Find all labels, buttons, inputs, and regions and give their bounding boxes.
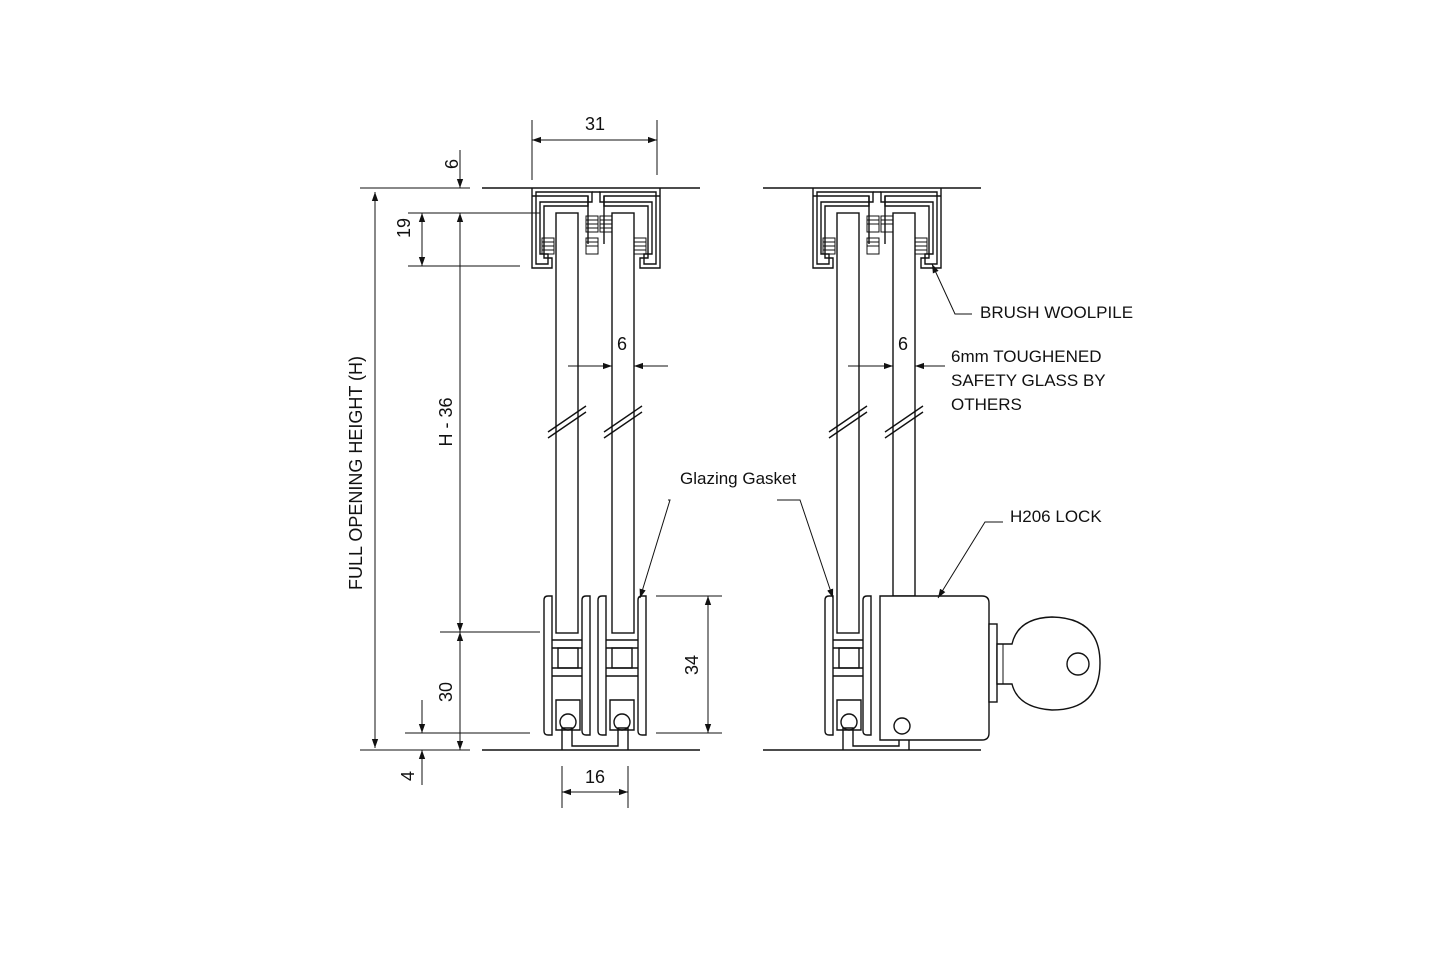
glazing-gasket-callout-right [777,499,834,599]
head-track-left [531,188,661,269]
dim-h-36: H - 36 [436,397,456,446]
h206-lock [879,595,1101,741]
h206-lock-label: H206 LOCK [1010,507,1102,526]
left-assembly: 31 6 19 H - 36 FULL OPENING HEIGHT (H) [346,114,796,808]
dim-34: 34 [682,655,702,675]
dim-top-width: 31 [531,114,658,180]
dim-bottom-width: 16 [561,766,629,808]
dim-4: 4 [398,771,418,781]
dim-16: 16 [585,767,605,787]
glazing-gasket-callout: Glazing Gasket [639,469,796,599]
dim-shoe-height: 34 [656,595,722,734]
glass-panels-right [828,212,924,634]
dim-30: 30 [436,682,456,702]
dim-6-glass-right: 6 [898,334,908,354]
dim-full-height: FULL OPENING HEIGHT (H) [346,192,470,751]
glass-note-line1: 6mm TOUGHENED [951,347,1102,366]
brush-woolpile-label: BRUSH WOOLPILE [980,303,1133,322]
dim-top-gap: 6 [360,150,470,189]
dim-head-depth: 19 [394,212,540,267]
glass-panels-left [547,212,643,634]
dim-6-top: 6 [442,159,462,169]
dim-19: 19 [394,218,414,238]
glazing-gasket-label: Glazing Gasket [680,469,796,488]
glass-note-line2: SAFETY GLASS BY [951,371,1106,390]
dim-glass-thickness-left: 6 [568,334,668,370]
key-icon [996,616,1101,711]
dim-31: 31 [585,114,605,134]
dim-bottom-depth: 30 [405,632,530,750]
bottom-shoes-left [543,595,647,750]
right-assembly: 6 BRUSH WOOLPILE 6mm TOUGHENED SAFETY GL… [763,187,1133,751]
dim-glass-thickness-right: 6 [848,334,945,370]
h206-lock-callout: H206 LOCK [937,507,1102,599]
full-opening-height-label: FULL OPENING HEIGHT (H) [346,356,366,590]
brush-woolpile-callout: BRUSH WOOLPILE [931,263,1133,322]
toughened-glass-note: 6mm TOUGHENED SAFETY GLASS BY OTHERS [951,347,1106,414]
glass-note-line3: OTHERS [951,395,1022,414]
dim-bottom-gap: 4 [398,700,426,785]
dim-6-glass-left: 6 [617,334,627,354]
head-track-right [812,188,942,269]
dim-glass-height: H - 36 [436,213,540,633]
